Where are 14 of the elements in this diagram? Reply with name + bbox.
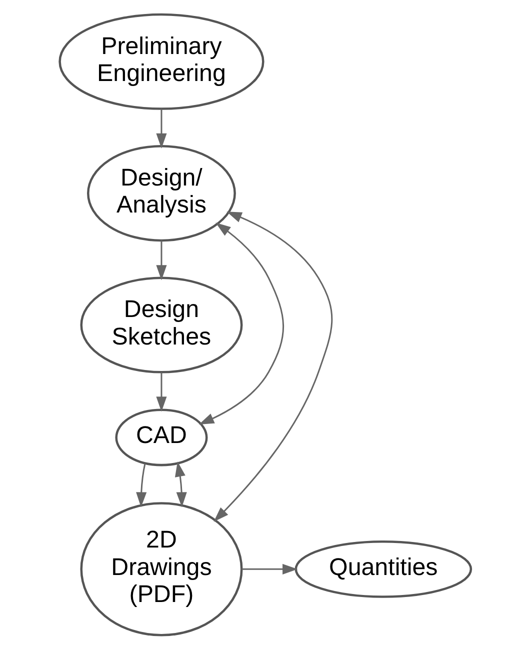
- node-ellipse: Preliminary Engineering: [58, 13, 264, 110]
- arrow: [198, 222, 284, 425]
- arrow: [214, 212, 333, 522]
- arrow: [242, 564, 298, 574]
- node-ellipse: Design Sketches: [80, 276, 243, 374]
- arrow: [136, 464, 147, 508]
- arrow: [156, 240, 167, 280]
- arrow: [156, 372, 167, 412]
- node-ellipse: 2D Drawings (PDF): [80, 502, 243, 636]
- arrow: [174, 462, 187, 508]
- arrow: [156, 108, 167, 148]
- node-ellipse: CAD: [115, 408, 208, 466]
- node-ellipse: Design/ Analysis: [87, 145, 236, 242]
- node-ellipse: Quantities: [294, 540, 472, 598]
